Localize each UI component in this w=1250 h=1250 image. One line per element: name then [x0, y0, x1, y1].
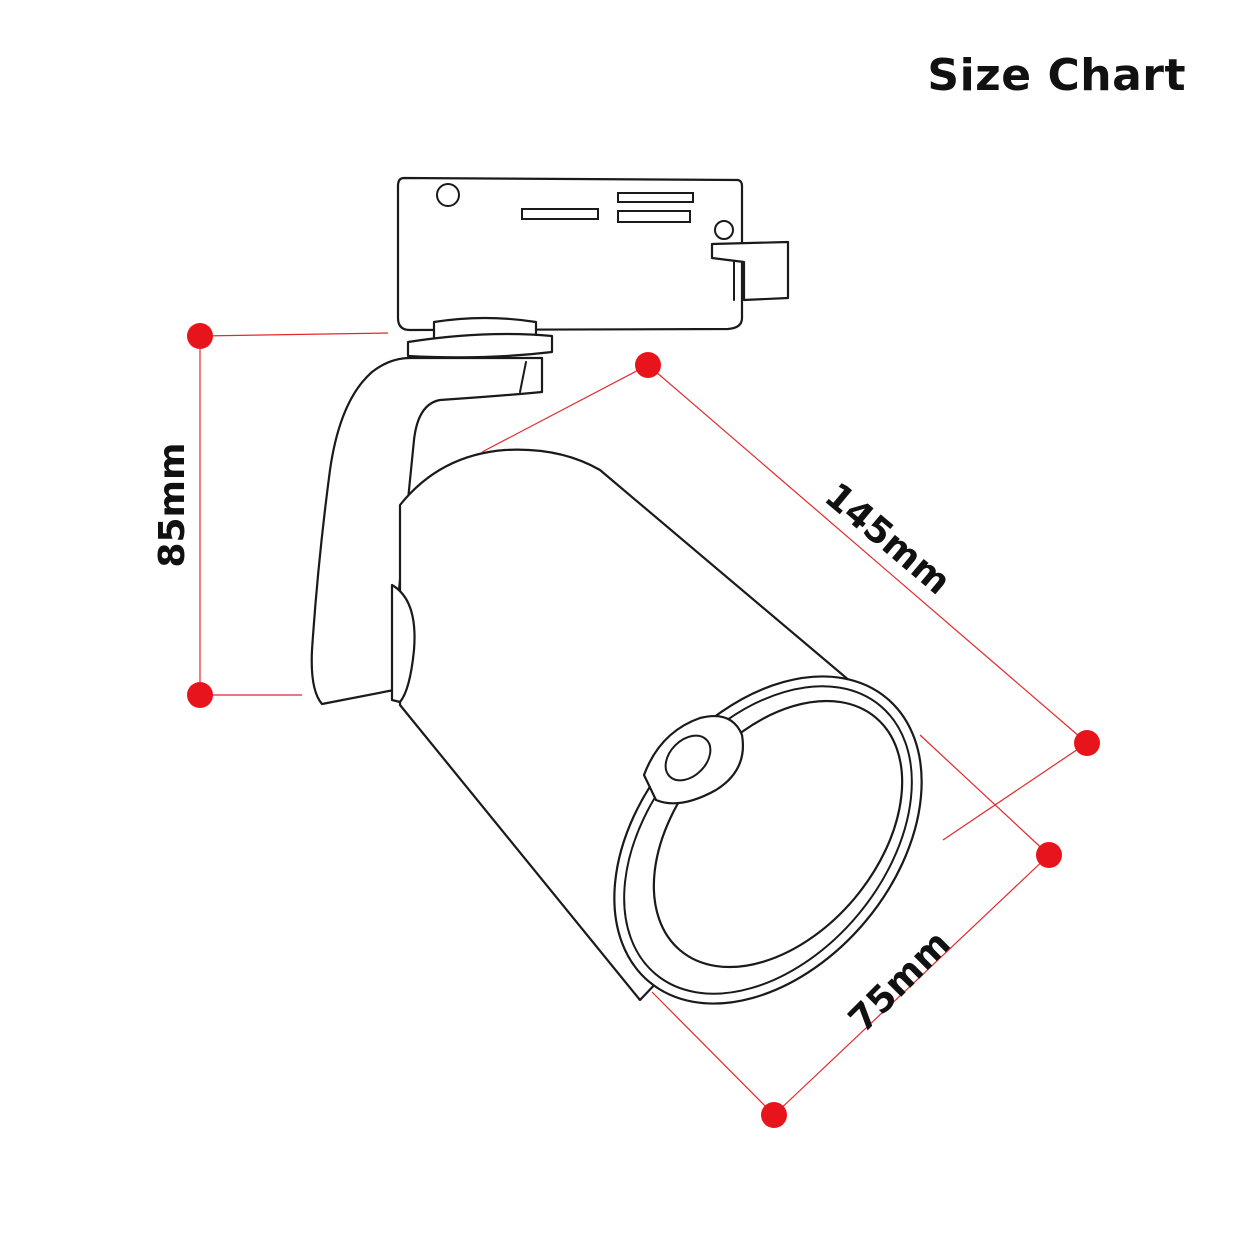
diameter-start-marker [761, 1102, 787, 1128]
length-label: 145mm [817, 475, 958, 603]
length-end-marker [1074, 730, 1100, 756]
height-label: 85mm [152, 442, 193, 567]
track-adapter [396, 176, 790, 332]
page-title: Size Chart [927, 50, 1186, 101]
swivel-joint [406, 316, 554, 359]
height-start-marker [187, 323, 213, 349]
diameter-end-marker [1036, 842, 1062, 868]
lamp-body [390, 448, 904, 1002]
length-start-marker [635, 352, 661, 378]
dimension-height: 85mm [152, 323, 389, 708]
lamp-opening [613, 675, 923, 1005]
height-end-marker [187, 682, 213, 708]
diameter-label: 75mm [841, 923, 958, 1040]
